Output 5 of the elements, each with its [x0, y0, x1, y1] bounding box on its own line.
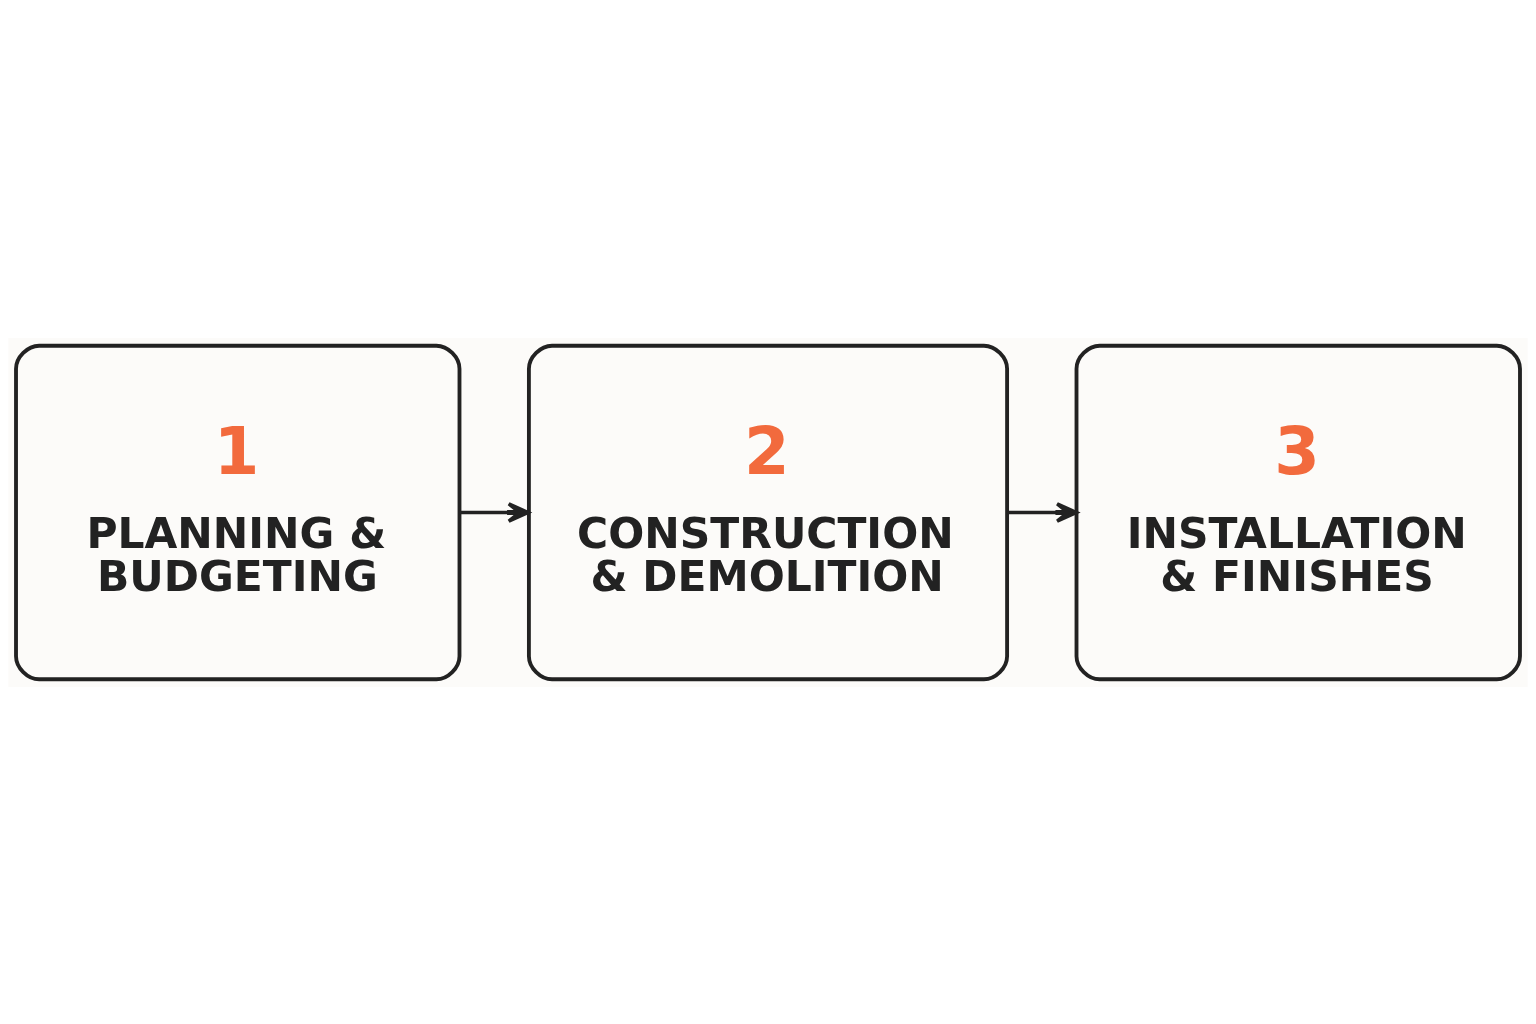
node-box: 1 PLANNING & BUDGETING	[14, 343, 462, 681]
arrow	[459, 501, 530, 523]
node-box: 3 INSTALLATION & FINISHES	[1074, 343, 1522, 681]
node-box: 2 CONSTRUCTION & DEMOLITION	[527, 343, 1009, 681]
arrow	[1007, 501, 1079, 523]
